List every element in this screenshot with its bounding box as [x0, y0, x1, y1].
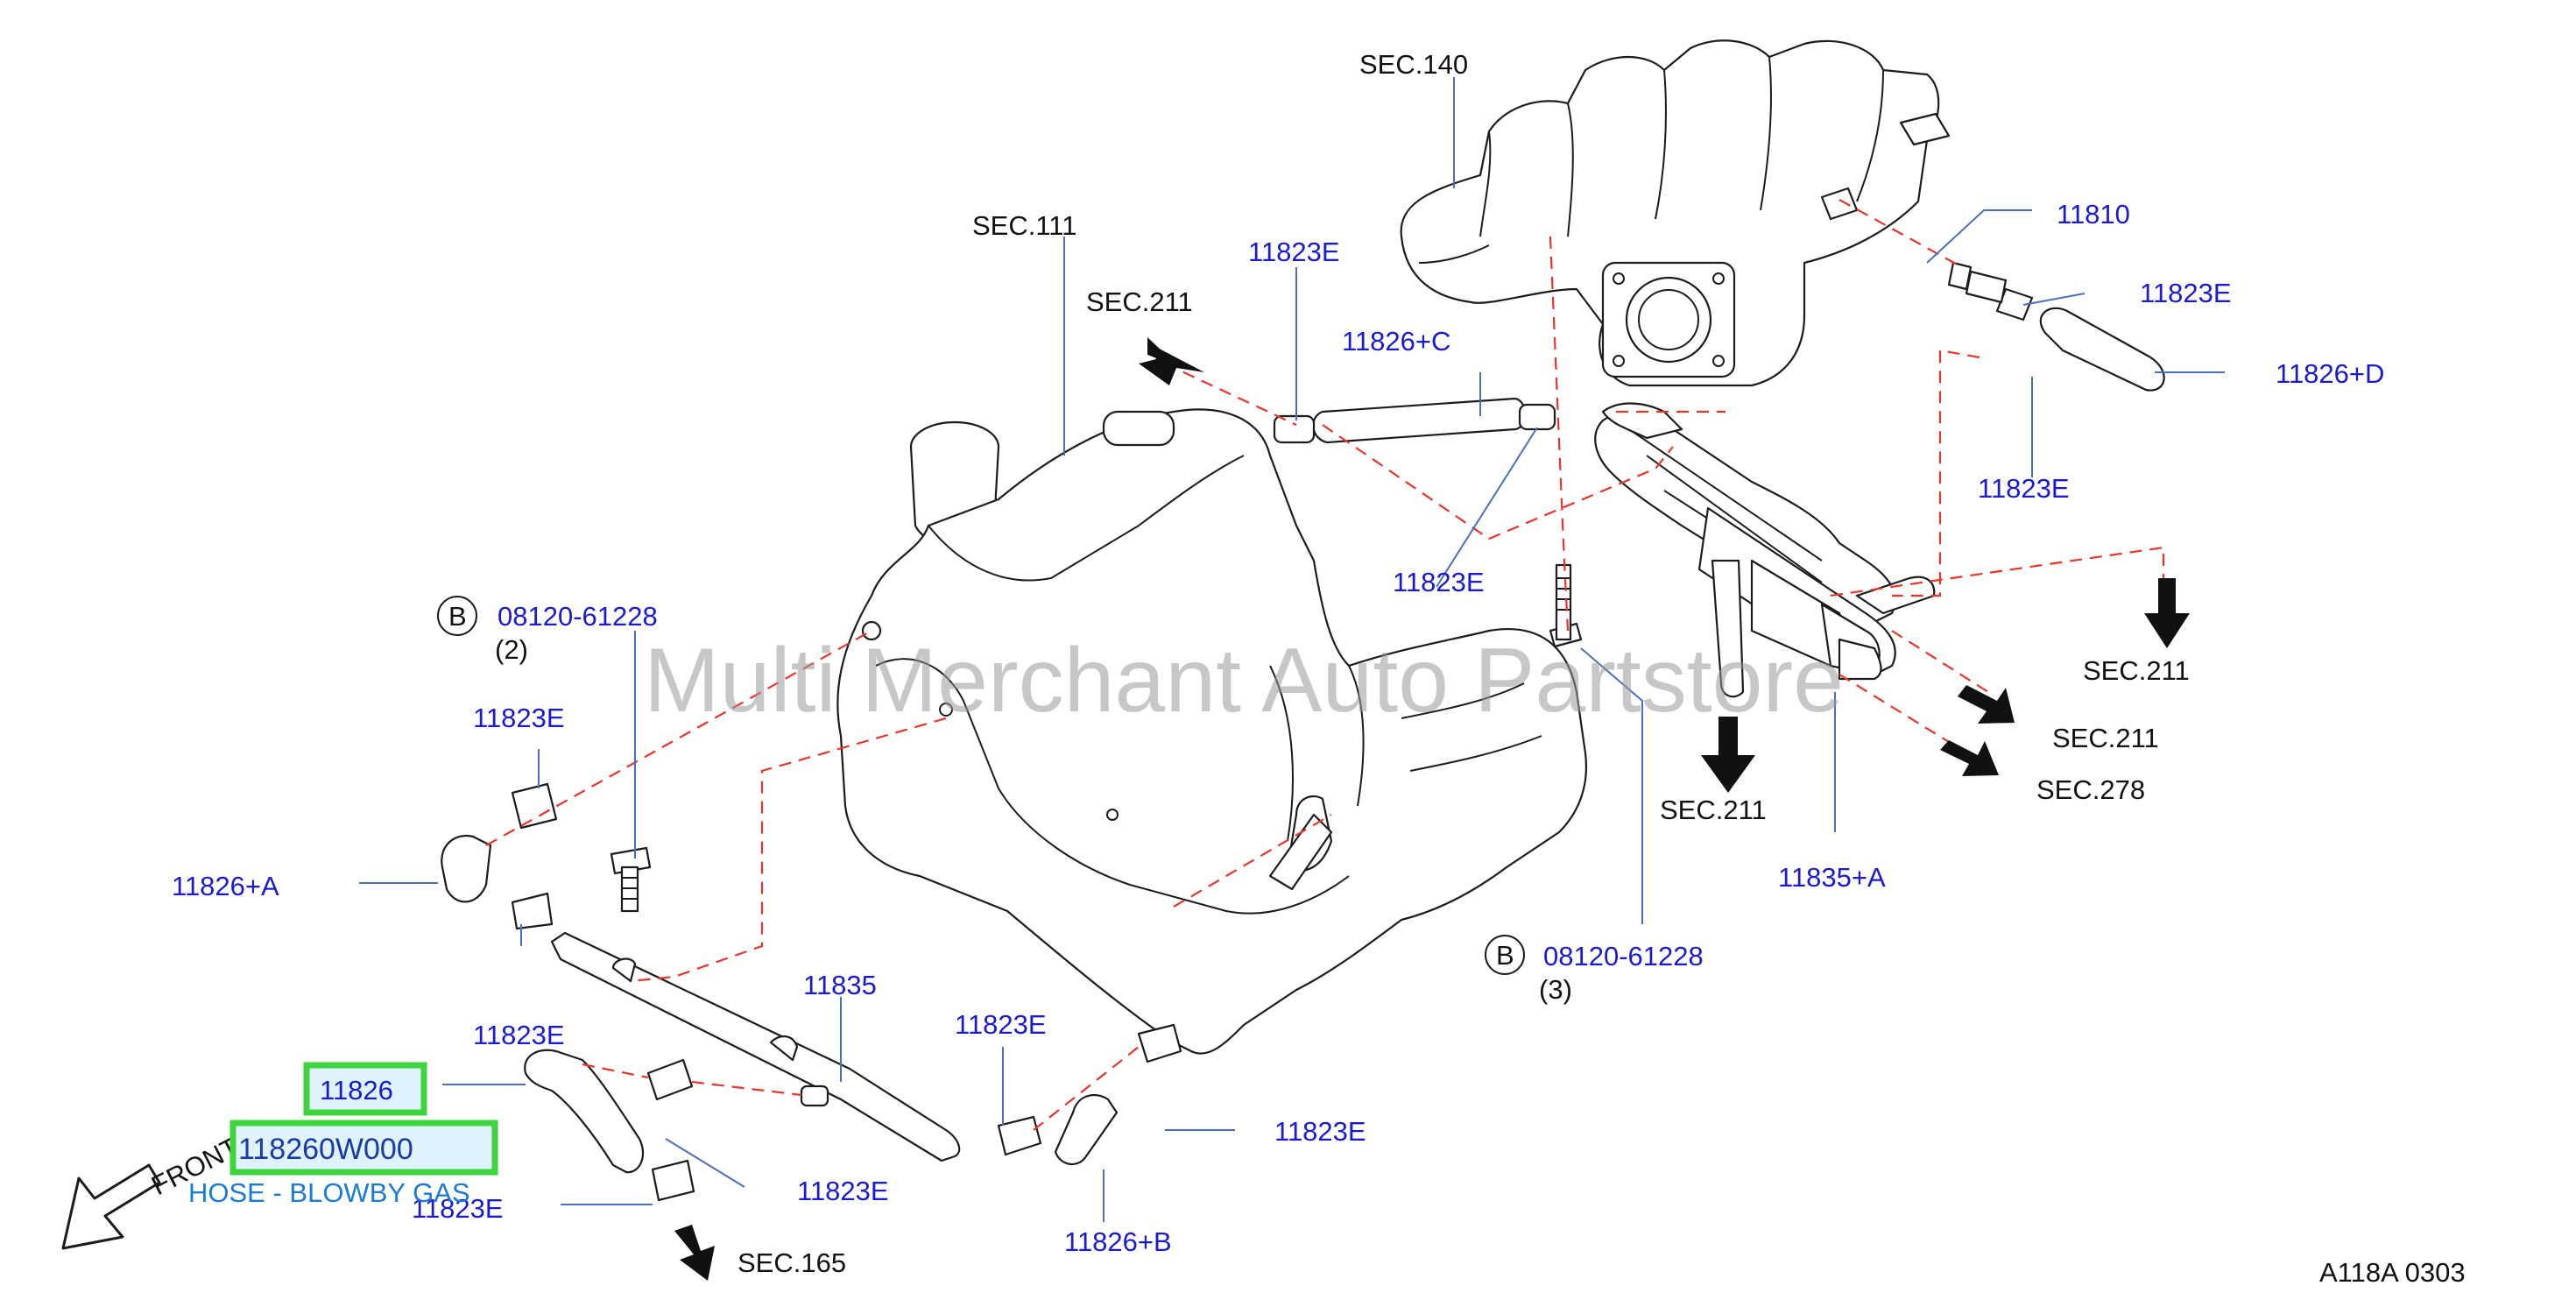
highlight-box-11826[interactable]	[303, 1062, 427, 1116]
highlight-part-name: HOSE - BLOWBY GAS	[188, 1177, 470, 1208]
label-11826a[interactable]: 11826+A	[172, 871, 279, 901]
label-sec165[interactable]: SEC.165	[738, 1247, 846, 1278]
diagram-code: A118A 0303	[2319, 1257, 2466, 1288]
label-08120-right[interactable]: 08120-61228	[1543, 941, 1704, 971]
label-08120-left[interactable]: 08120-61228	[498, 601, 658, 632]
arrow-to-sec211-mid	[1701, 717, 1755, 793]
bolt-callout-circle-left	[437, 596, 477, 636]
label-sec278[interactable]: SEC.278	[2036, 774, 2145, 805]
label-11826[interactable]: 11826	[320, 1075, 393, 1106]
label-11823e-b2[interactable]: 11823E	[1274, 1116, 1366, 1147]
highlight-part-number[interactable]: 118260W000	[238, 1133, 413, 1166]
label-sec211-mid[interactable]: SEC.211	[1660, 795, 1767, 825]
bolt-callout-letter-right: B	[1496, 940, 1514, 971]
routing-dashed-lines	[485, 199, 2165, 1131]
part-labels: 11810 11823E 11826+D 11823E 11823E 11826…	[172, 199, 2384, 1257]
label-11835[interactable]: 11835	[803, 970, 877, 1000]
clamp-lower-left-drawing	[651, 1159, 695, 1202]
arrow-to-sec278	[1940, 740, 1999, 776]
label-11823e-r1[interactable]: 11823E	[2140, 278, 2232, 308]
label-11823e-b1[interactable]: 11823E	[955, 1009, 1047, 1040]
intake-manifold-drawing	[1400, 39, 1951, 387]
label-11826c[interactable]: 11826+C	[1342, 326, 1450, 357]
tube-11835-drawing	[550, 931, 961, 1162]
label-sec211-right2[interactable]: SEC.211	[2052, 723, 2159, 753]
label-sec211-top[interactable]: SEC.211	[1086, 286, 1193, 317]
arrow-to-sec211-right2	[1958, 685, 2015, 724]
arrow-to-sec165	[674, 1225, 715, 1281]
label-11823e-l1[interactable]: 11823E	[473, 703, 565, 733]
label-11823e-r2[interactable]: 11823E	[1978, 473, 2070, 504]
flow-arrows	[674, 337, 2190, 1281]
label-sec111[interactable]: SEC.111	[972, 210, 1076, 241]
bolt-left-drawing	[610, 846, 652, 913]
label-qty-right: (3)	[1539, 974, 1572, 1005]
label-sec140[interactable]: SEC.140	[1359, 49, 1468, 80]
tube-assembly-right	[1594, 402, 1936, 698]
hose-11826d-drawing	[1947, 261, 2165, 392]
label-11823e-c[interactable]: 11823E	[1393, 567, 1485, 597]
label-11823e-l2[interactable]: 11823E	[473, 1020, 565, 1050]
label-11835a[interactable]: 11835+A	[1778, 862, 1886, 893]
hose-11826a-drawing	[441, 782, 558, 930]
section-labels: SEC.140 SEC.111 SEC.211 SEC.211 SEC.211 …	[738, 49, 2190, 1278]
label-11810[interactable]: 11810	[2057, 199, 2130, 230]
arrow-to-sec211-right1	[2144, 578, 2190, 648]
watermark-text: Multi Merchant Auto Partstore	[644, 630, 1844, 731]
label-qty-left: (2)	[495, 634, 528, 665]
label-11823e-top[interactable]: 11823E	[1248, 237, 1340, 267]
label-11826d[interactable]: 11826+D	[2276, 358, 2384, 389]
hose-11826c-drawing	[1273, 397, 1556, 444]
label-11823e-b3[interactable]: 11823E	[797, 1176, 889, 1206]
label-11823e-b4[interactable]: 11823E	[412, 1193, 504, 1224]
label-11826b[interactable]: 11826+B	[1064, 1226, 1172, 1257]
engine-block-drawing	[836, 408, 1587, 1055]
hose-11826-drawing	[524, 1049, 694, 1174]
highlighted-part-group[interactable]: 11826 118260W000 HOSE - BLOWBY GAS	[188, 1062, 498, 1208]
leader-lines	[359, 77, 2225, 1222]
label-sec211-right1[interactable]: SEC.211	[2083, 655, 2190, 686]
hose-11826b-drawing	[997, 1023, 1182, 1166]
bolt-callout-letter-left: B	[448, 601, 467, 632]
bolt-callout-circle-right	[1485, 935, 1525, 975]
highlight-box-part-number[interactable]	[229, 1120, 498, 1176]
